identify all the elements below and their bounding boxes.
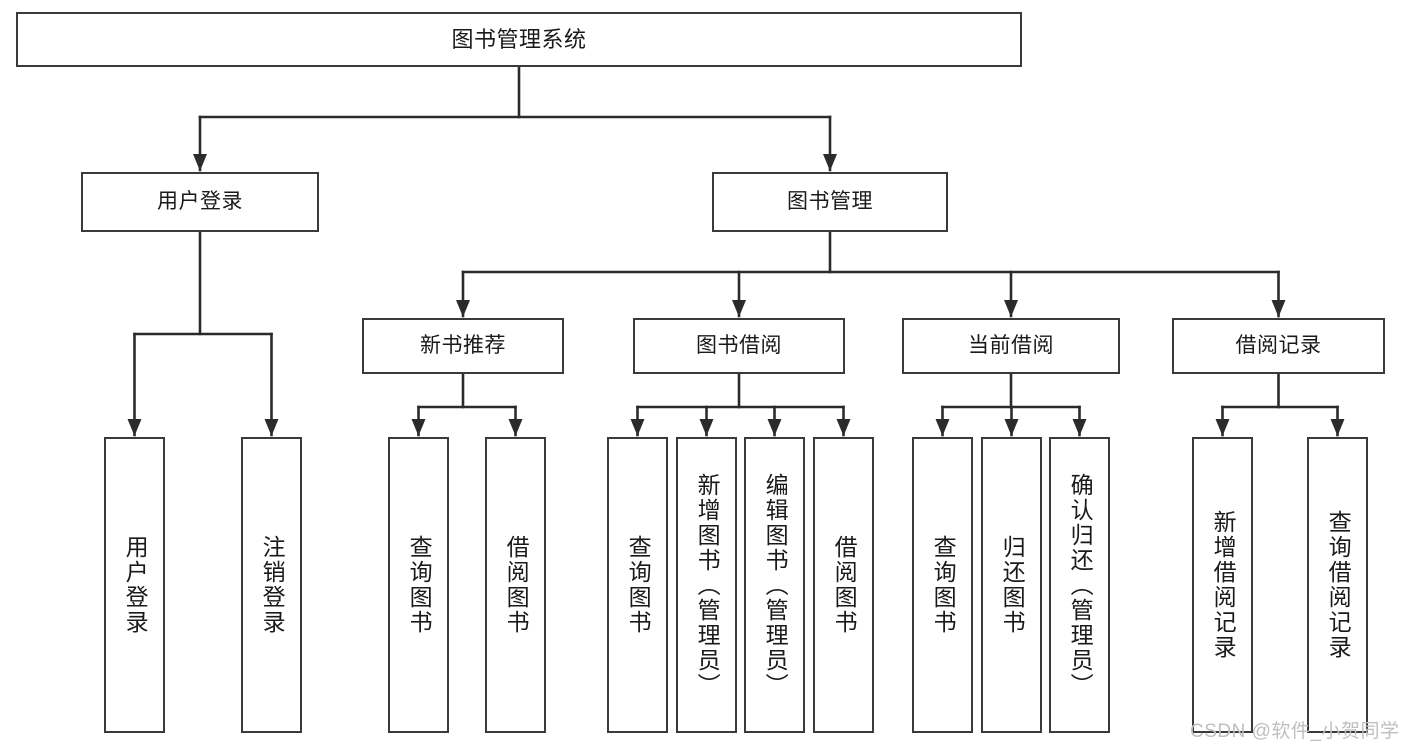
node-leaf-user-login[interactable]: 用户登录 [104,437,165,733]
node-leaf-query-book-1[interactable]: 查询图书 [388,437,449,733]
edge-arrowhead [456,300,470,317]
node-label: 图书管理 [787,189,873,213]
node-label: 用户登录 [122,535,149,635]
node-label: 查询图书 [406,535,433,635]
node-label: 查询借阅记录 [1325,510,1352,660]
edge-arrowhead [1215,419,1230,436]
node-label: 借阅图书 [503,535,530,635]
node-label: 新增借阅记录 [1210,510,1237,660]
node-leaf-return-book[interactable]: 归还图书 [981,437,1042,733]
node-label: 查询图书 [930,535,957,635]
node-book-manage[interactable]: 图书管理 [712,172,948,232]
node-current-borrow[interactable]: 当前借阅 [902,318,1120,374]
edge-arrowhead [767,419,782,436]
node-label: 用户登录 [157,189,243,213]
edge-arrowhead [411,419,426,436]
edge-arrowhead [836,419,851,436]
node-user-login[interactable]: 用户登录 [81,172,319,232]
node-leaf-edit-book[interactable]: 编辑图书（管理员） [744,437,805,733]
node-label: 图书借阅 [696,333,782,357]
edge-arrowhead [1004,300,1018,317]
node-book-borrow[interactable]: 图书借阅 [633,318,845,374]
node-label: 借阅记录 [1235,333,1322,357]
edge-arrowhead [127,419,142,436]
edge-arrowhead [1330,419,1345,436]
edge-arrowhead [1271,300,1286,317]
node-label: 新增图书（管理员） [694,472,721,698]
node-new-book-rec[interactable]: 新书推荐 [362,318,564,374]
node-label: 归还图书 [999,535,1026,635]
node-leaf-query-record[interactable]: 查询借阅记录 [1307,437,1368,733]
node-leaf-borrow-book-1[interactable]: 借阅图书 [485,437,546,733]
node-root[interactable]: 图书管理系统 [16,12,1022,67]
edge-arrowhead [508,419,523,436]
node-label: 新书推荐 [420,333,506,357]
node-leaf-confirm-return[interactable]: 确认归还（管理员） [1049,437,1110,733]
node-borrow-record[interactable]: 借阅记录 [1172,318,1385,374]
node-leaf-add-record[interactable]: 新增借阅记录 [1192,437,1253,733]
edge-arrowhead [630,419,645,436]
node-label: 当前借阅 [968,333,1054,357]
node-leaf-add-book[interactable]: 新增图书（管理员） [676,437,737,733]
node-label: 注销登录 [259,535,286,635]
node-label: 查询图书 [625,535,652,635]
node-leaf-query-book-3[interactable]: 查询图书 [912,437,973,733]
edge-arrowhead [823,154,837,171]
node-label: 确认归还（管理员） [1067,472,1094,698]
node-leaf-borrow-book-2[interactable]: 借阅图书 [813,437,874,733]
node-label: 图书管理系统 [451,26,587,52]
node-leaf-query-book-2[interactable]: 查询图书 [607,437,668,733]
edge-arrowhead [699,419,714,436]
edge-arrowhead [1004,419,1019,436]
node-label: 借阅图书 [831,535,858,635]
edge-arrowhead [732,300,746,317]
edge-arrowhead [935,419,950,436]
edge-arrowhead [1072,419,1087,436]
node-leaf-user-logout[interactable]: 注销登录 [241,437,302,733]
edge-arrowhead [193,154,207,171]
node-label: 编辑图书（管理员） [762,472,789,698]
edge-arrowhead [264,419,279,436]
